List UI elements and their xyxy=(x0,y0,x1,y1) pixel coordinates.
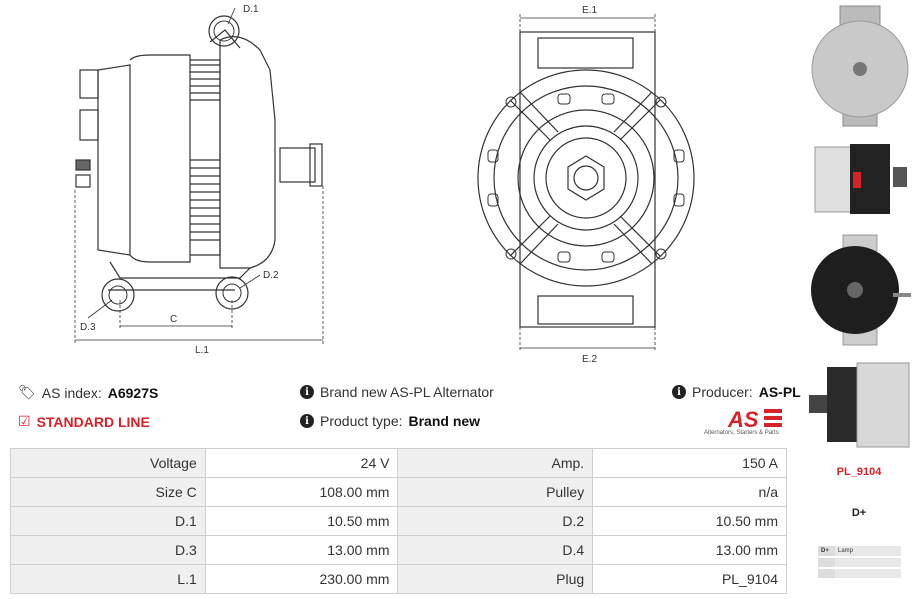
brand-new-row: i Brand new AS-PL Alternator xyxy=(300,384,494,400)
front-view-drawing: E.1 E.2 xyxy=(477,5,695,365)
pin-name: D+ xyxy=(818,546,835,558)
as-index-value: A6927S xyxy=(107,384,159,401)
spec-value: 10.50 mm xyxy=(204,506,399,536)
label-d1: D.1 xyxy=(243,4,259,15)
table-row xyxy=(818,557,901,569)
info-icon: i xyxy=(672,385,686,399)
table-row: L.1 230.00 mm Plug PL_9104 xyxy=(10,564,787,594)
spec-value: 108.00 mm xyxy=(204,477,399,507)
producer-value: AS-PL xyxy=(758,384,801,400)
product-type-value: Brand new xyxy=(408,413,481,429)
spec-label: D.1 xyxy=(10,506,206,536)
specs-table: Voltage 24 V Amp. 150 A Size C 108.00 mm… xyxy=(10,448,787,594)
spec-label: L.1 xyxy=(10,564,206,594)
standard-line-label: STANDARD LINE xyxy=(36,413,150,430)
spec-label: D.2 xyxy=(397,506,594,536)
product-type-label: Product type: xyxy=(320,413,403,429)
as-pl-logo: AS xyxy=(727,407,782,432)
as-index-row: 🏷︎ AS index: A6927S xyxy=(18,384,158,401)
pin-desc: Lamp xyxy=(835,546,901,558)
spec-value: PL_9104 xyxy=(592,564,787,594)
spec-label: Voltage xyxy=(10,448,206,478)
label-d3: D.3 xyxy=(80,322,96,333)
product-type-row: i Product type: Brand new xyxy=(300,413,480,429)
spec-value: n/a xyxy=(592,477,787,507)
label-l1: L.1 xyxy=(195,345,209,356)
logo-tagline: Alternators, Starters & Parts xyxy=(704,430,779,436)
spec-value: 150 A xyxy=(592,448,787,478)
label-e2: E.2 xyxy=(582,354,597,365)
plug-terminal-label: D+ xyxy=(851,507,867,519)
spec-value: 230.00 mm xyxy=(204,564,399,594)
table-row: Size C 108.00 mm Pulley n/a xyxy=(10,477,787,507)
table-row: D+ Lamp xyxy=(818,546,901,558)
check-square-icon: ☑ xyxy=(18,413,31,429)
tag-icon: 🏷︎ xyxy=(18,384,36,400)
product-photo-rear[interactable] xyxy=(805,4,915,129)
product-photo-front[interactable] xyxy=(805,233,915,348)
producer-label: Producer: xyxy=(692,384,753,400)
table-row xyxy=(818,568,901,580)
brand-new-text: Brand new AS-PL Alternator xyxy=(320,384,494,400)
table-row: D.3 13.00 mm D.4 13.00 mm xyxy=(10,535,787,565)
spec-label: D.3 xyxy=(10,535,206,565)
logo-text: AS xyxy=(727,407,759,432)
spec-label: Plug xyxy=(397,564,594,594)
pin-name xyxy=(818,568,835,580)
plug-pin-table: D+ Lamp xyxy=(818,546,901,580)
plug-name-link[interactable]: PL_9104 xyxy=(836,466,882,478)
spec-value: 13.00 mm xyxy=(592,535,787,565)
spec-label: Size C xyxy=(10,477,206,507)
spec-value: 10.50 mm xyxy=(592,506,787,536)
producer-row: i Producer: AS-PL xyxy=(672,384,801,400)
spec-value: 24 V xyxy=(204,448,399,478)
label-d2: D.2 xyxy=(263,270,279,281)
product-photo-top[interactable] xyxy=(805,355,915,455)
as-index-label: AS index: xyxy=(41,384,102,401)
side-view-drawing: D.1 D.2 D.3 C L.1 xyxy=(74,4,324,356)
product-photo-side[interactable] xyxy=(805,132,915,227)
table-row: Voltage 24 V Amp. 150 A xyxy=(10,448,787,478)
spec-value: 13.00 mm xyxy=(204,535,399,565)
info-icon: i xyxy=(300,385,314,399)
table-row: D.1 10.50 mm D.2 10.50 mm xyxy=(10,506,787,536)
pin-name xyxy=(818,557,835,569)
spec-label: D.4 xyxy=(397,535,594,565)
label-c: C xyxy=(170,314,177,325)
pin-desc xyxy=(835,568,901,580)
info-icon: i xyxy=(300,414,314,428)
spec-label: Amp. xyxy=(397,448,594,478)
label-e1: E.1 xyxy=(582,5,597,16)
spec-label: Pulley xyxy=(397,477,594,507)
standard-line-row: ☑ STANDARD LINE xyxy=(18,413,150,430)
pin-desc xyxy=(835,557,901,569)
